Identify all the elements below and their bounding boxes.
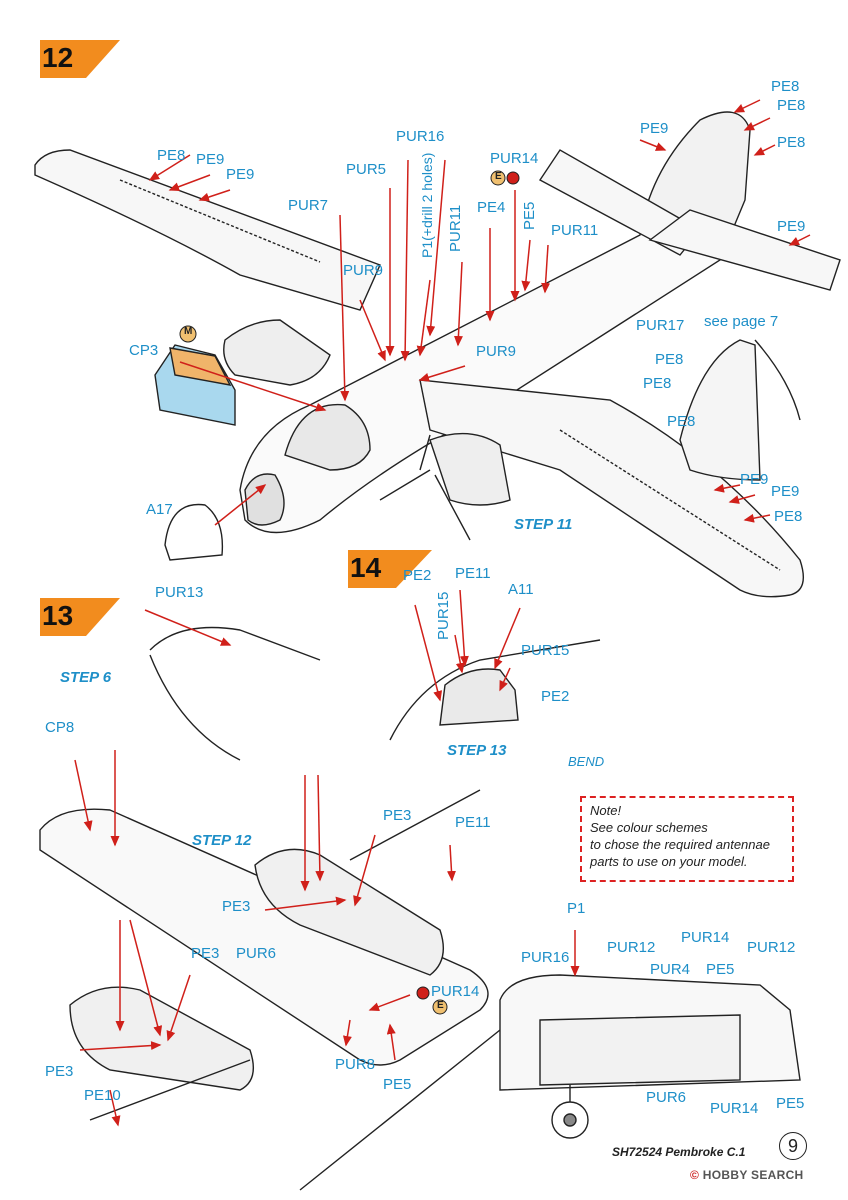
colour-badge-e-top: E [495, 171, 502, 182]
label-pur9: PUR9 [476, 343, 517, 360]
kit-footer: SH72524 Pembroke C.1 [612, 1145, 746, 1159]
step-ref-11: STEP 11 [514, 516, 573, 533]
step-14-number: 14 [350, 552, 382, 583]
label-p1-drill: P1(+drill 2 holes) [419, 152, 435, 258]
label-pe8: PE8 [774, 508, 803, 525]
label-pur14: PUR14 [710, 1100, 759, 1117]
label-pe3: PE3 [45, 1063, 74, 1080]
assembly-arrows [74, 99, 811, 1127]
label-pe9: PE9 [196, 151, 225, 168]
label-pe8: PE8 [777, 134, 806, 151]
label-pe2: PE2 [403, 567, 432, 584]
label-pe5: PE5 [776, 1095, 805, 1112]
watermark-brand: HOBBY SEARCH [702, 1168, 804, 1182]
label-pe9: PE9 [777, 218, 806, 235]
label-pe9: PE9 [740, 471, 769, 488]
label-bend: BEND [568, 754, 605, 769]
label-a11: A11 [508, 581, 534, 598]
label-pur15: PUR15 [521, 642, 570, 659]
label-pe8: PE8 [643, 375, 672, 392]
label-pe5: PE5 [383, 1076, 412, 1093]
step-ref-6: STEP 6 [60, 669, 112, 686]
label-pur13: PUR13 [155, 584, 204, 601]
step-ref-12: STEP 12 [192, 832, 252, 849]
label-pur11-vertical: PUR11 [447, 204, 464, 252]
step-12-badge [40, 40, 120, 78]
label-pur5: PUR5 [346, 161, 387, 178]
label-pur9: PUR9 [343, 262, 384, 279]
label-pe4: PE4 [477, 199, 506, 216]
aircraft-step14 [389, 639, 601, 741]
label-pe3: PE3 [222, 898, 251, 915]
step-13-number: 13 [42, 600, 74, 631]
watermark-mark: © [690, 1168, 700, 1182]
label-pe11: PE11 [455, 565, 491, 582]
label-pur12: PUR12 [607, 939, 656, 956]
colour-badge-e-bottom: E [437, 1000, 444, 1011]
antenna-note: Note! See colour schemes to chose the re… [580, 796, 794, 882]
label-pur14: PUR14 [490, 150, 539, 167]
label-pur14: PUR14 [681, 929, 730, 946]
detail-bottom-right [499, 974, 801, 1139]
step-13-badge [40, 598, 120, 636]
aircraft-step13 [39, 626, 501, 1191]
label-pur8: PUR8 [335, 1056, 376, 1073]
label-pe3: PE3 [383, 807, 412, 824]
step-12-number: 12 [42, 42, 74, 73]
watermark: © HOBBY SEARCH [690, 1168, 804, 1182]
colour-badge-m: M [184, 326, 193, 337]
label-pur4: PUR4 [650, 961, 691, 978]
label-pe8: PE8 [655, 351, 684, 368]
label-cp3: CP3 [129, 342, 159, 359]
note-line: to chose the required antennae [590, 837, 770, 852]
label-pur7: PUR7 [288, 197, 329, 214]
note-title: Note! [590, 803, 622, 818]
label-see-page: see page 7 [704, 313, 779, 330]
label-pur14: PUR14 [431, 983, 480, 1000]
note-line: parts to use on your model. [590, 854, 748, 869]
aircraft-step12 [34, 111, 841, 598]
label-pe8: PE8 [157, 147, 186, 164]
label-pe2: PE2 [541, 688, 570, 705]
label-pe3: PE3 [191, 945, 220, 962]
step-ref-13: STEP 13 [447, 742, 507, 759]
label-pe11: PE11 [455, 814, 491, 831]
fin-detail [679, 339, 801, 481]
label-pur6: PUR6 [236, 945, 277, 962]
label-pur6: PUR6 [646, 1089, 687, 1106]
label-pe8: PE8 [667, 413, 696, 430]
label-cp8: CP8 [45, 719, 75, 736]
label-a17: A17 [146, 501, 173, 518]
label-pe8: PE8 [777, 97, 806, 114]
label-pur17: PUR17 [636, 317, 685, 334]
label-pe9: PE9 [226, 166, 255, 183]
label-pur16: PUR16 [396, 128, 445, 145]
label-pe8: PE8 [771, 78, 800, 95]
label-pur12: PUR12 [747, 939, 796, 956]
label-pe10: PE10 [84, 1087, 121, 1104]
label-pe9: PE9 [640, 120, 669, 137]
label-pe5-vertical: PE5 [521, 201, 538, 230]
label-pe5: PE5 [706, 961, 735, 978]
step-14-badge [348, 550, 432, 588]
label-pur16: PUR16 [521, 949, 570, 966]
label-pe9: PE9 [771, 483, 800, 500]
label-pur15-vertical: PUR15 [435, 591, 452, 640]
page-number: 9 [779, 1132, 807, 1160]
label-pur11: PUR11 [551, 222, 599, 239]
note-line: See colour schemes [590, 820, 708, 835]
label-p1: P1 [567, 900, 586, 917]
